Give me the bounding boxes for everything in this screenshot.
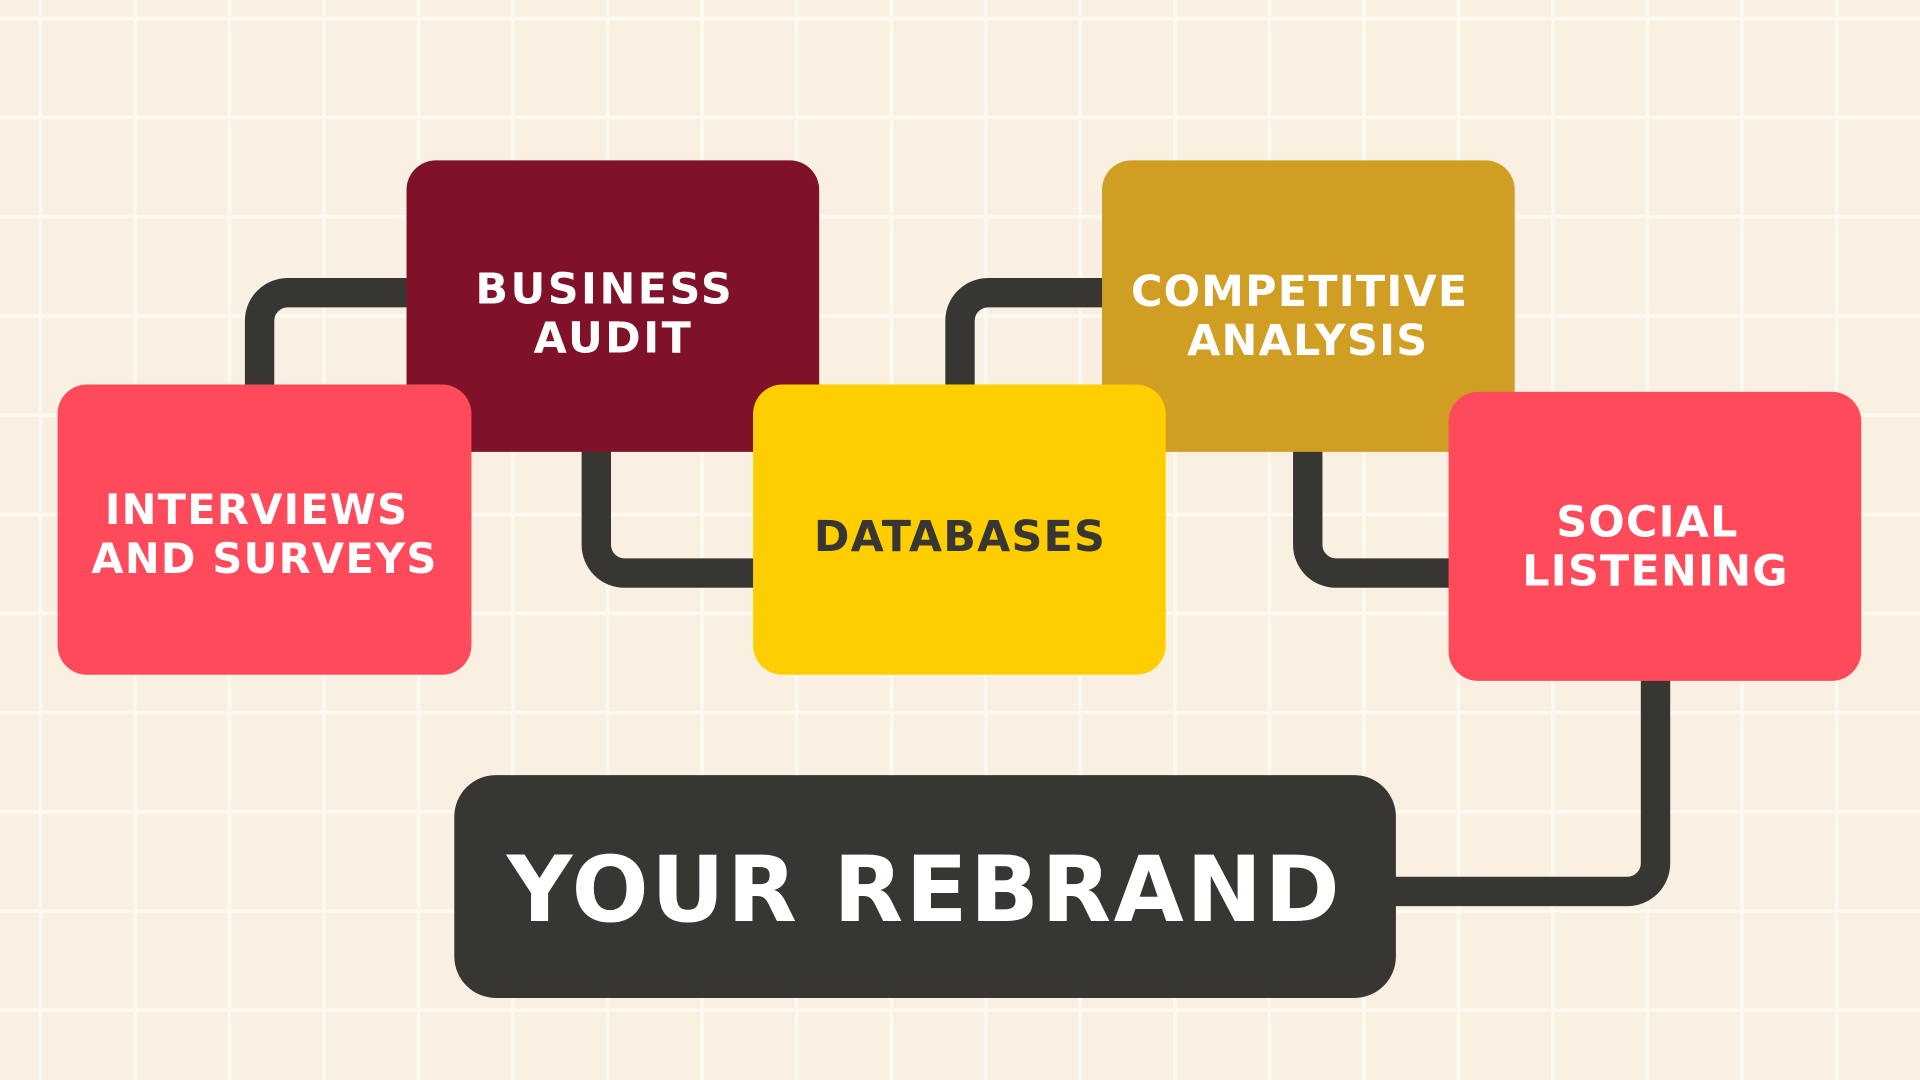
connector-social-to-rebrand [1389,673,1671,907]
svg-text:BUSINESS AUDIT: BUSINESS AUDIT [475,265,751,364]
connectors [244,277,1671,907]
svg-text:INTERVIEWS AND SURVEYS: INTERVIEWS AND SURVEYS [91,485,437,583]
business-audit-line2: AUDIT [534,314,694,364]
competitive-line2: ANALYSIS [1187,316,1428,366]
node-your-rebrand: YOUR REBRAND [454,775,1396,998]
node-competitive-analysis: COMPETITIVE ANALYSIS [1102,160,1515,452]
svg-text:SOCIAL LISTENING: SOCIAL LISTENING [1522,497,1788,596]
svg-text:DATABASES: DATABASES [814,512,1106,562]
connector-competitive-to-social [1293,440,1458,588]
svg-text:YOUR REBRAND: YOUR REBRAND [506,838,1342,943]
svg-text:COMPETITIVE ANALYSIS: COMPETITIVE ANALYSIS [1131,267,1485,366]
connector-databases-to-competitive [945,277,1109,392]
social-line1: SOCIAL [1556,497,1738,547]
databases-line1: DATABASES [814,512,1106,562]
node-interviews-and-surveys: INTERVIEWS AND SURVEYS [57,384,472,675]
interviews-line2: AND SURVEYS [91,534,437,583]
social-line2: LISTENING [1522,546,1788,596]
node-social-listening: SOCIAL LISTENING [1448,391,1862,681]
business-audit-line1: BUSINESS [475,265,734,315]
connector-audit-to-databases [581,440,760,588]
connector-interviews-to-audit [244,277,417,392]
node-databases: DATABASES [753,384,1166,675]
node-business-audit: BUSINESS AUDIT [406,160,820,452]
competitive-line1: COMPETITIVE [1131,267,1468,317]
rebrand-title: YOUR REBRAND [506,838,1342,943]
interviews-line1: INTERVIEWS [105,485,408,534]
